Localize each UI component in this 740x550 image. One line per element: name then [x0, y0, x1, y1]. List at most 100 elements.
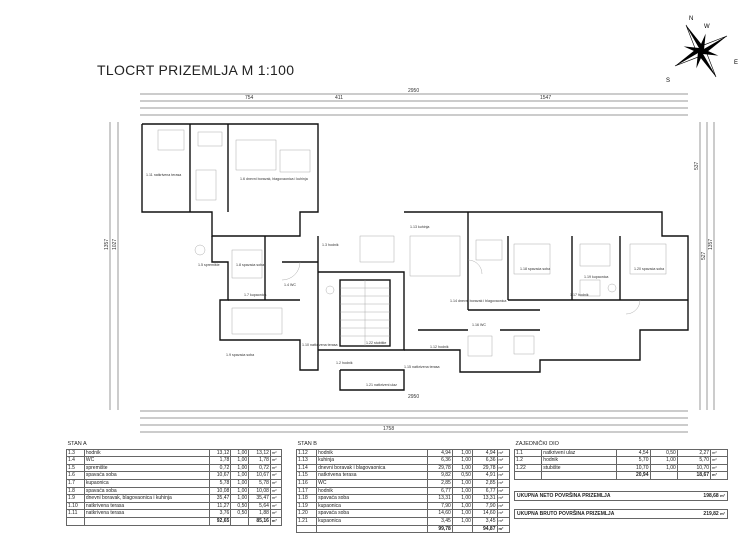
factor-cell: 1,00 — [451, 456, 473, 465]
area-cell: 13,31 — [427, 494, 453, 503]
unit-cell: m² — [496, 494, 510, 503]
factor-cell: 1,00 — [230, 478, 250, 488]
factor-cell: 1,00 — [451, 448, 473, 458]
dim-top-2: 411 — [335, 95, 343, 101]
room-name-cell: spavaća soba — [83, 471, 210, 480]
net-area-cell: 10,08 — [248, 486, 271, 496]
factor-cell: 0,50 — [230, 509, 250, 518]
factor-cell: 1,00 — [451, 486, 473, 496]
net-area-cell: 2,27 — [676, 448, 712, 458]
room-no-cell: 1.7 — [66, 478, 85, 488]
neto-total: UKUPNA NETO POVRŠINA PRIZEMLJA 198,68 m² — [514, 491, 728, 501]
room-no-cell: 1.1 — [513, 448, 543, 458]
area-cell: 11,27 — [208, 501, 232, 511]
net-area-cell: 3,45 — [471, 516, 498, 526]
net-area-cell: 4,94 — [471, 448, 498, 458]
room-label: 1.10 natkrivena terasa — [302, 343, 338, 347]
room-name-cell: WC — [83, 456, 210, 465]
area-cell: 0,72 — [208, 463, 232, 473]
room-name-cell: kupaonica — [83, 478, 210, 488]
unit-cell: m² — [269, 516, 283, 526]
neto-label: UKUPNA NETO POVRŠINA PRIZEMLJA — [517, 493, 611, 499]
room-no-cell: 1.21 — [295, 516, 318, 526]
unit-cell: m² — [496, 471, 510, 480]
unit-cell: m² — [269, 486, 283, 496]
bruto-total: UKUPNA BRUTO POVRŠINA PRIZEMLJA 219,82 m… — [514, 509, 728, 519]
compass-s: S — [666, 78, 670, 84]
factor-cell: 1,00 — [230, 471, 250, 480]
area-cell: 5,78 — [208, 478, 232, 488]
total-area: 92,65 — [208, 516, 232, 526]
room-no-cell: 1.3 — [66, 448, 85, 458]
compass-e: E — [734, 60, 738, 66]
drawing-title: TLOCRT PRIZEMLJA M 1:100 — [97, 62, 295, 78]
room-name-cell: natkrivena terasa — [83, 509, 210, 518]
room-label: 1.19 kupaonica — [584, 275, 608, 279]
unit-cell: m² — [269, 478, 283, 488]
stan-a-heading: STAN A — [67, 441, 87, 447]
area-cell: 14,60 — [427, 509, 453, 518]
room-label: 1.2 hodnik — [336, 361, 353, 365]
room-label: 1.18 spavaća soba — [520, 267, 550, 271]
bruto-label: UKUPNA BRUTO POVRŠINA PRIZEMLJA — [517, 511, 615, 517]
room-no-cell: 1.13 — [295, 456, 318, 465]
compass-w: W — [704, 24, 710, 30]
total-net-area: 85,16 — [248, 516, 271, 526]
net-area-cell: 6,77 — [471, 486, 498, 496]
unit-cell: m² — [496, 448, 510, 458]
room-label: 1.14 dnevni boravak i blagovaonica — [450, 299, 506, 303]
unit-cell: m² — [496, 478, 510, 488]
factor-cell: 0,50 — [230, 501, 250, 511]
factor-cell: 1,00 — [230, 486, 250, 496]
unit-cell: m² — [496, 463, 510, 473]
room-name-cell: spavaća soba — [316, 494, 429, 503]
factor-cell: 1,00 — [451, 478, 473, 488]
total-area: 99,78 — [427, 524, 453, 534]
area-cell: 7,90 — [427, 501, 453, 511]
room-no-cell: 1.18 — [295, 494, 318, 503]
room-name-cell: kuhinja — [316, 456, 429, 465]
room-no-cell: 1.22 — [513, 463, 543, 473]
net-area-cell: 5,78 — [248, 478, 271, 488]
net-area-cell: 10,67 — [248, 471, 271, 480]
floor-plan: 2950 754 411 1547 2950 1758 1357 1027 53… — [104, 88, 715, 433]
area-cell: 6,36 — [427, 456, 453, 465]
factor-cell: 1,00 — [451, 516, 473, 526]
room-name-cell: natkriveni ulaz — [541, 448, 618, 458]
room-name-cell: hodnik — [316, 486, 429, 496]
net-area-cell: 5,70 — [676, 456, 712, 465]
dim-bottom-total: 2950 — [408, 394, 419, 400]
room-no-cell: 1.11 — [66, 509, 85, 518]
unit-cell: m² — [710, 463, 728, 473]
net-area-cell: 4,91 — [471, 471, 498, 480]
total-net-area: 94,87 — [471, 524, 498, 534]
room-name-cell: spremište — [83, 463, 210, 473]
factor-cell: 1,00 — [451, 463, 473, 473]
compass-n: N — [689, 16, 693, 22]
room-no-cell: 1.4 — [66, 456, 85, 465]
room-name-cell: WC — [316, 478, 429, 488]
area-cell: 4,94 — [427, 448, 453, 458]
dim-right-2: 527 — [701, 251, 707, 260]
neto-value: 198,68 — [703, 493, 719, 499]
unit-cell: m² — [496, 524, 510, 534]
net-area-cell: 29,78 — [471, 463, 498, 473]
area-cell: 10,70 — [616, 463, 651, 473]
net-area-cell: 2,85 — [471, 478, 498, 488]
room-no-cell: 1.19 — [295, 501, 318, 511]
